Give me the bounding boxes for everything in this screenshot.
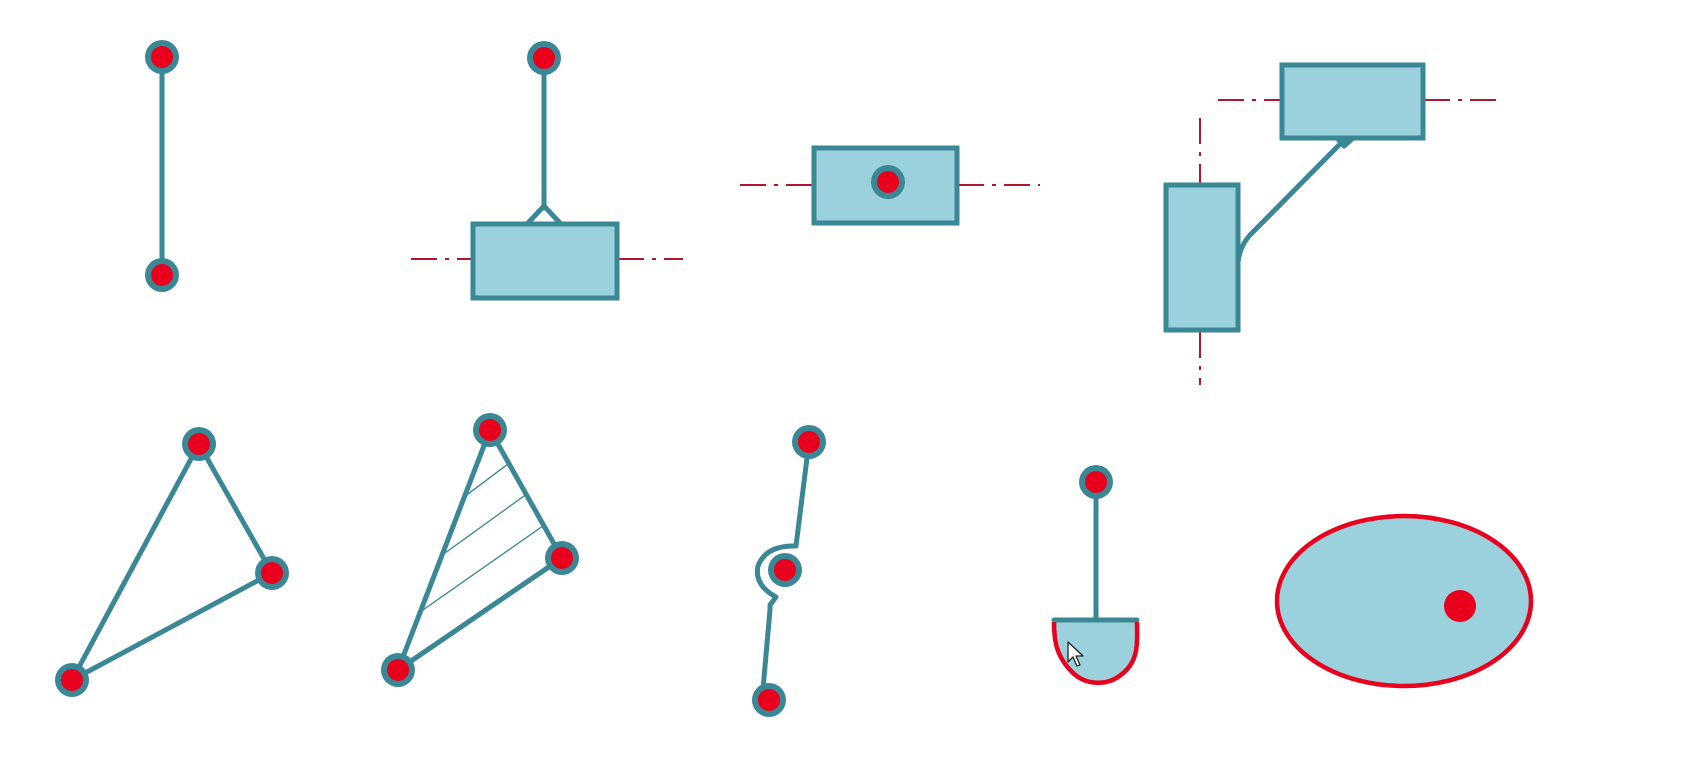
vertical-slider-block[interactable] — [1163, 182, 1241, 333]
horizontal-slider-block[interactable] — [1279, 62, 1426, 141]
link-with-slider[interactable] — [411, 41, 683, 301]
joint-center[interactable] — [871, 165, 905, 199]
ternary-link-rigid[interactable] — [380, 410, 620, 700]
link-with-crossover[interactable] — [752, 425, 826, 717]
binary-link[interactable] — [145, 40, 179, 292]
link-with-cam-follower[interactable] — [1051, 465, 1140, 685]
joint-top[interactable] — [1079, 465, 1113, 499]
follower-cup[interactable] — [1054, 620, 1138, 683]
joint-top[interactable] — [473, 413, 507, 447]
ellipse-body[interactable] — [1274, 513, 1534, 689]
connecting-link — [1235, 137, 1347, 265]
arrow-cursor-icon — [1067, 641, 1084, 667]
slider-block[interactable] — [470, 221, 620, 301]
crossover-link-bar — [754, 439, 812, 703]
joint-top[interactable] — [527, 41, 561, 75]
slider-block-symbol[interactable] — [740, 145, 1040, 226]
pin-bracket — [524, 203, 564, 227]
joint-dot[interactable] — [1444, 590, 1476, 622]
ternary-link[interactable] — [55, 427, 289, 697]
pin-bracket — [1335, 136, 1355, 149]
joint-top[interactable] — [182, 427, 216, 461]
triangle-outline — [395, 427, 565, 673]
ellipse-shape[interactable] — [1274, 513, 1534, 689]
triangle-links — [69, 441, 275, 683]
orthogonal-sliders[interactable] — [1163, 62, 1498, 385]
follower-curve-highlight — [1051, 621, 1140, 685]
joint-bottom-left[interactable] — [55, 663, 89, 697]
joint-top[interactable] — [792, 425, 826, 459]
joint-bottom-left[interactable] — [381, 653, 415, 687]
joint-right[interactable] — [545, 541, 579, 575]
joint-top[interactable] — [145, 40, 179, 74]
joint-middle[interactable] — [768, 553, 802, 587]
joint-bottom[interactable] — [145, 258, 179, 292]
joint-right[interactable] — [255, 556, 289, 590]
joint-bottom[interactable] — [752, 683, 786, 717]
